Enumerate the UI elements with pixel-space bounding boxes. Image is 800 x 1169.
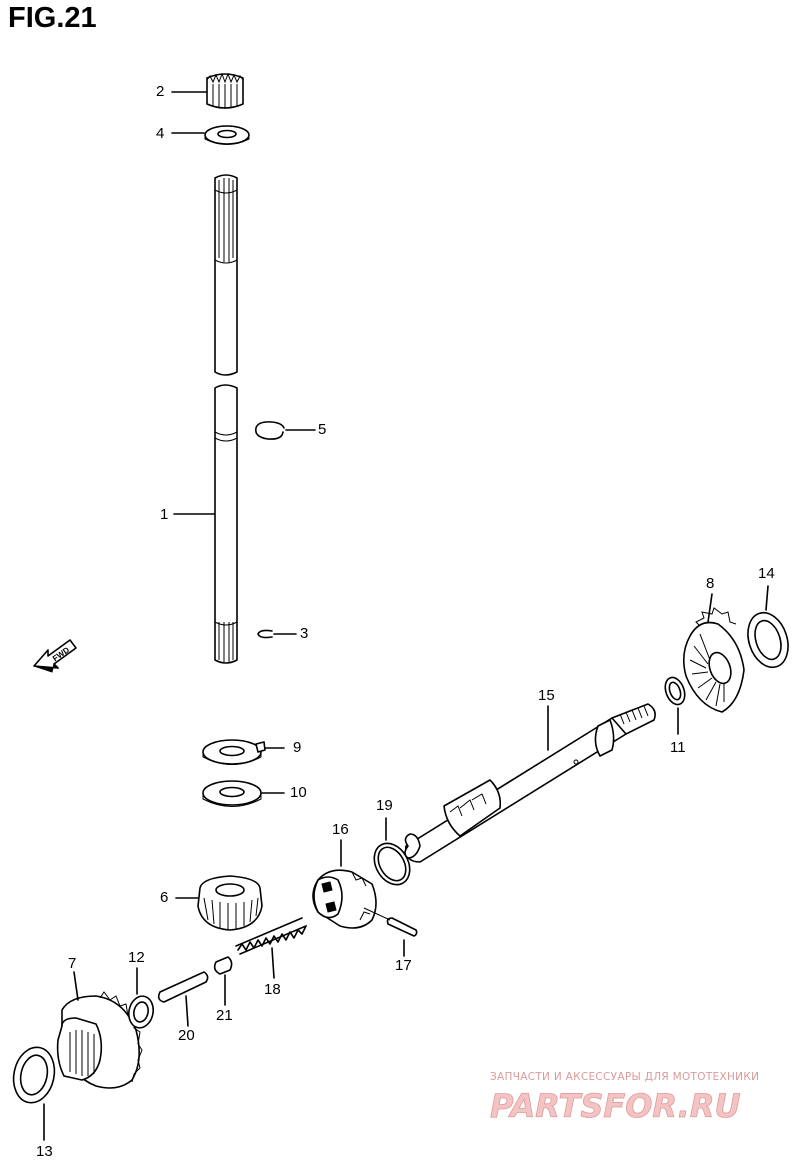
part-17-cross-pin (363, 907, 418, 957)
forward-arrow-icon: FWD (33, 639, 77, 673)
callout-2: 2 (156, 83, 165, 100)
part-6-bevel-gear (175, 875, 263, 931)
callout-5: 5 (318, 421, 327, 438)
callout-1: 1 (160, 506, 169, 523)
part-21-pin (213, 956, 233, 1006)
part-11-shim (664, 676, 686, 735)
watermark-tagline: ЗАПЧАСТИ И АКСЕССУАРЫ ДЛЯ МОТОТЕХНИКИ (490, 1071, 760, 1083)
callout-7: 7 (68, 955, 77, 972)
callout-18: 18 (264, 981, 281, 998)
part-15-propeller-shaft (404, 703, 656, 863)
callout-11: 11 (670, 739, 686, 756)
callout-6: 6 (160, 889, 169, 906)
callout-10: 10 (290, 784, 307, 801)
part-12-washer (127, 967, 155, 1029)
callout-14: 14 (758, 565, 775, 582)
watermark-logo: PARTSFOR.RU (490, 1087, 741, 1126)
callout-13: 13 (36, 1143, 53, 1160)
callout-16: 16 (332, 821, 349, 838)
part-19-o-ring (373, 817, 411, 886)
part-4-washer (171, 125, 250, 145)
part-2-pinion-gear (171, 72, 244, 109)
callout-21: 21 (216, 1007, 233, 1024)
part-3-clip (257, 629, 297, 639)
figure-title: FIG.21 (8, 2, 97, 34)
callout-3: 3 (300, 625, 309, 642)
callout-17: 17 (395, 957, 412, 974)
part-9-shim (202, 739, 285, 765)
part-16-clutch-dog (312, 839, 377, 929)
callout-8: 8 (706, 575, 715, 592)
callout-9: 9 (293, 739, 302, 756)
callout-15: 15 (538, 687, 555, 704)
part-18-spring (235, 917, 307, 979)
part-5-circlip (254, 421, 316, 440)
part-10-shim (202, 780, 285, 807)
callout-19: 19 (376, 797, 393, 814)
part-7-reverse-gear (56, 971, 143, 1089)
part-1-drive-shaft (173, 174, 238, 664)
part-13-shim (12, 1046, 56, 1141)
callout-4: 4 (156, 125, 165, 142)
callout-12: 12 (128, 949, 145, 966)
watermark-logo-text: PARTSFOR.RU (490, 1087, 740, 1125)
part-8-forward-gear (682, 593, 745, 713)
part-20-push-rod (157, 971, 209, 1027)
part-14-shim (747, 585, 789, 669)
callout-20: 20 (178, 1027, 195, 1044)
